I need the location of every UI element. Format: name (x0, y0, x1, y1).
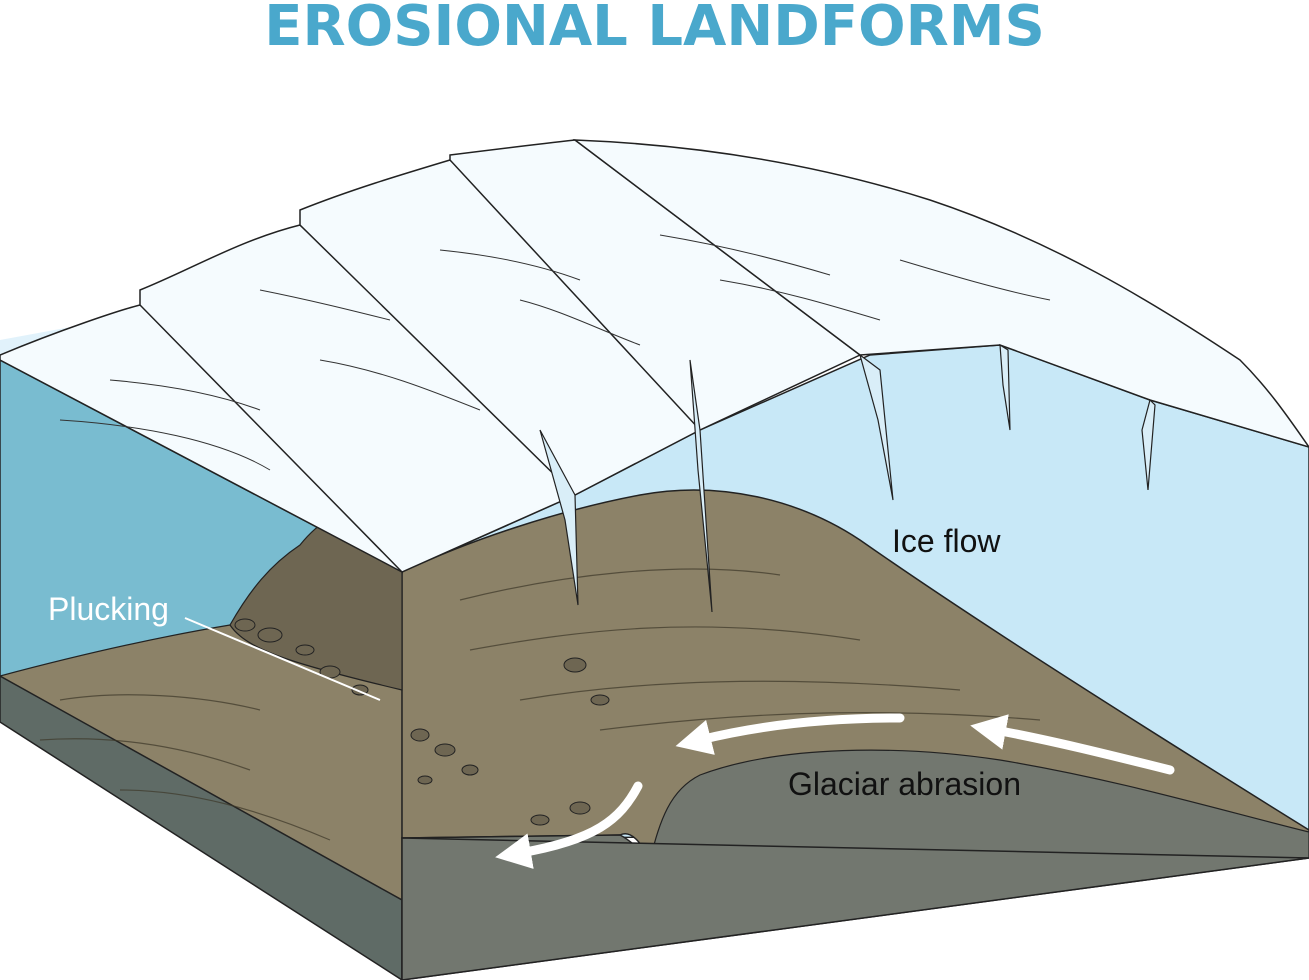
crevasses (539, 343, 1156, 613)
flow-arrow-icon (970, 714, 1175, 775)
flow-arrow-icon (495, 781, 643, 869)
ice-block-5 (572, 139, 1309, 448)
label-plucking: Plucking (48, 591, 169, 627)
diagram-title: EROSIONAL LANDFORMS (264, 0, 1045, 59)
label-glacial-abrasion: Glaciar abrasion (788, 766, 1021, 802)
flow-arrow-icon (675, 713, 905, 755)
bedrock-front-face (0, 675, 403, 980)
plucking-leader-line (184, 617, 381, 701)
terrain-texture (39, 568, 1041, 841)
abrasion-surface (649, 749, 1309, 861)
flow-arrows (495, 713, 1175, 869)
rock-debris (234, 618, 610, 826)
ice-cracks (59, 234, 1051, 471)
bedrock-base (401, 837, 1309, 980)
label-ice-flow: Ice flow (892, 523, 1001, 559)
